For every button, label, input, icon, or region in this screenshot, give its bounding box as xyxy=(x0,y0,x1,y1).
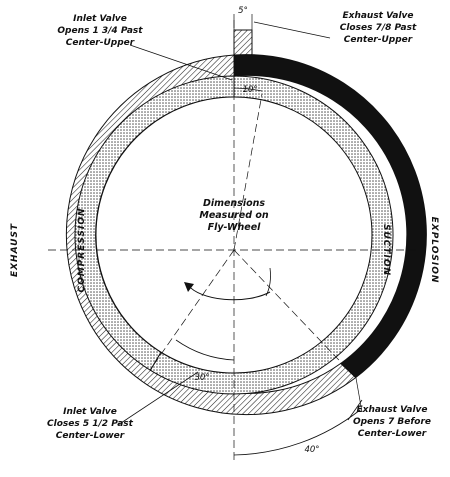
inlet-closes-line3: Center-Lower xyxy=(56,431,125,441)
exhaust-opens-line3: Center-Lower xyxy=(358,429,427,439)
inlet-closes-line2: Closes 5 1/2 Past xyxy=(47,419,134,429)
exhaust-closes-line1: Exhaust Valve xyxy=(342,11,413,21)
radial-line-30 xyxy=(149,249,235,371)
leader-exhaust-opens xyxy=(347,399,363,421)
arc-10 xyxy=(233,87,263,92)
explosion-band xyxy=(233,54,427,379)
arc-40 xyxy=(233,409,361,456)
inlet-opens-line3: Center-Upper xyxy=(66,38,135,48)
rotation-tail xyxy=(265,267,271,297)
rotation-arrowhead xyxy=(184,282,194,292)
flywheel-face xyxy=(95,96,373,374)
angle-10-label: 10° xyxy=(242,85,257,95)
rotation-arrow xyxy=(187,284,271,301)
leader-inlet-opens xyxy=(129,44,233,81)
suction-stroke-label: SUCTION xyxy=(381,224,391,276)
exhaust-stroke-label: EXHAUST xyxy=(10,223,20,277)
leader-inlet-closes xyxy=(117,371,199,426)
center-line2: Measured on xyxy=(199,210,268,221)
exhaust-opens-line2: Opens 7 Before xyxy=(353,417,431,427)
radial-line-10 xyxy=(233,93,263,251)
inlet-opens-line2: Opens 1 3/4 Past xyxy=(57,26,143,36)
center-line3: Fly-Wheel xyxy=(208,222,262,233)
radial-line-40 xyxy=(233,249,357,379)
inlet-opens-line1: Inlet Valve xyxy=(73,14,127,24)
exhaust-closes-line3: Center-Upper xyxy=(344,35,413,45)
angle-5-label: 5° xyxy=(238,6,248,16)
explosion-stroke-label: EXPLOSION xyxy=(429,217,439,284)
leader-exhaust-closes xyxy=(253,21,331,39)
exhaust-opens-line1: Exhaust Valve xyxy=(356,405,427,415)
inlet-closes-line1: Inlet Valve xyxy=(63,407,117,417)
angle-30-label: 30° xyxy=(194,373,209,383)
tick-40-right xyxy=(355,377,363,413)
compression-stroke-label: COMPRESSION xyxy=(77,207,87,292)
angle-40-label: 40° xyxy=(304,445,319,455)
arc-30 xyxy=(175,339,235,361)
exhaust-closes-line2: Closes 7/8 Past xyxy=(340,23,417,33)
center-line1: Dimensions xyxy=(203,198,265,209)
exhaust-overlap xyxy=(233,29,253,57)
